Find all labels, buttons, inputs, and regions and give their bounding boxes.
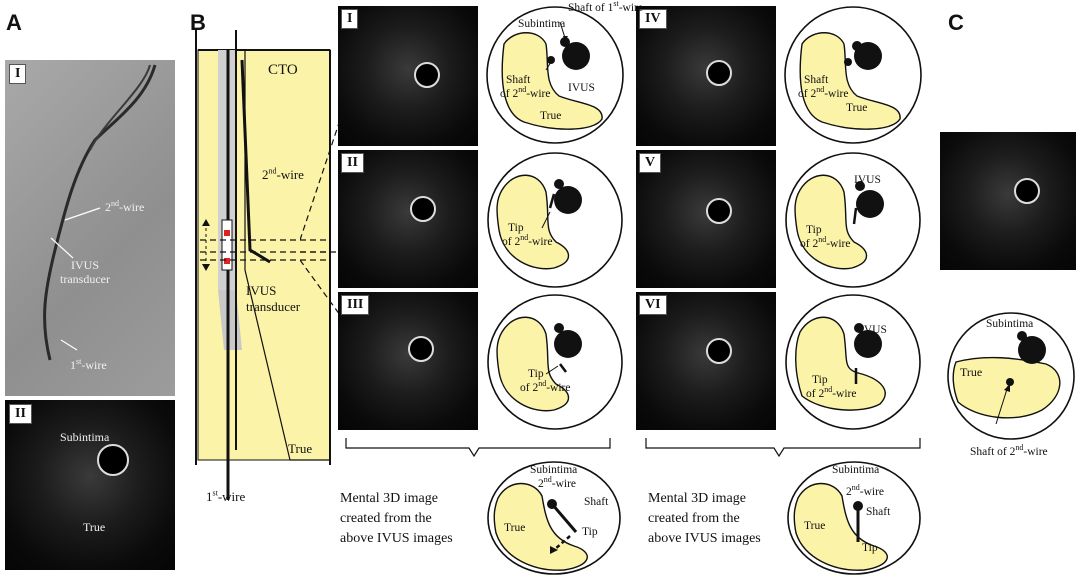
ivus-frame-iii: III (338, 292, 478, 430)
c-shaft-2nd-wire: Shaft of 2nd-wire (970, 443, 1048, 458)
brace-left (345, 438, 611, 458)
schematic-vi (785, 294, 921, 430)
frame-label-iii: III (341, 295, 370, 315)
ivus-frame-ii: II (338, 150, 478, 288)
mental-left-shaft: Shaft (584, 496, 609, 508)
frame-i-true: True (540, 110, 562, 122)
mental-right-shaft: Shaft (866, 506, 891, 518)
cto-schematic (195, 30, 331, 500)
mental-right-diagram (787, 461, 921, 575)
frame-label-vi: VI (639, 295, 667, 315)
ivus-catheter (706, 338, 732, 364)
frame-v-ivus: IVUS (854, 174, 881, 186)
ivus-catheter (414, 62, 440, 88)
projection-lines (300, 119, 341, 316)
ivus-catheter (1014, 178, 1040, 204)
panel-letter-a: A (6, 10, 22, 35)
mental-right-2nd-wire: 2nd-wire (846, 483, 885, 498)
frame-i-of-2nd: of 2nd-wire (500, 85, 551, 100)
ivus-frame-v: V (636, 150, 776, 288)
ivus-frame-vi: VI (636, 292, 776, 430)
wire-paths (43, 64, 157, 361)
frame-label-i: I (341, 9, 359, 29)
frame-vi-ivus: IVUS (860, 324, 887, 336)
schematic-iv (784, 6, 922, 144)
frame-vi-of-2nd: of 2nd-wire (806, 385, 857, 400)
brace-right (645, 438, 921, 458)
ivus-catheter (706, 198, 732, 224)
label-true: True (83, 520, 106, 534)
schematic-ii (487, 152, 623, 288)
ivus-frame-i: I (338, 6, 478, 146)
frame-ii-of-2nd: of 2nd-wire (502, 233, 553, 248)
frame-iii-of-2nd: of 2nd-wire (520, 379, 571, 394)
frame-i-subintima: Subintima (518, 18, 566, 30)
subpanel-label-a1: I (9, 64, 27, 84)
panel-letter-c: C (948, 10, 964, 35)
frame-label-iv: IV (639, 9, 667, 29)
mental-left-l3: above IVUS images (340, 531, 453, 546)
mental-left-2nd-wire: 2nd-wire (538, 475, 577, 490)
mental-right-subintima: Subintima (832, 464, 880, 476)
panel-letter-b: B (190, 10, 206, 35)
ivus-catheter (706, 60, 732, 86)
frame-iii-tip: Tip (528, 368, 544, 380)
label-b-2nd-wire: 2nd-wire (262, 166, 304, 182)
subpanel-label-a2: II (9, 404, 32, 424)
ivus-image-c (940, 132, 1076, 270)
mental-left-l2: created from the (340, 511, 432, 526)
mental-right-l1: Mental 3D image (648, 491, 746, 506)
frame-i-ivus: IVUS (568, 82, 595, 94)
mental-right-l2: created from the (648, 511, 740, 526)
mental-left-subintima: Subintima (530, 464, 578, 476)
label-b-1st-wire: 1st-wire (206, 488, 246, 504)
schematic-v (785, 152, 921, 288)
mental-left-diagram (487, 461, 621, 575)
label-b-transducer: transducer (246, 299, 301, 314)
label-ivus: IVUS (71, 258, 100, 272)
frame-iv-true: True (846, 102, 868, 114)
c-true: True (960, 365, 983, 379)
label-cto: CTO (268, 62, 298, 78)
frame-label-v: V (639, 153, 662, 173)
frame-v-of-2nd: of 2nd-wire (800, 235, 851, 250)
frame-iv-shaft: Shaft (804, 74, 829, 86)
frame-vi-tip: Tip (812, 374, 828, 386)
label-subintima: Subintima (60, 430, 110, 444)
ivus-frame-iv: IV (636, 6, 776, 146)
frame-i-shaft: Shaft (506, 74, 531, 86)
schematic-i (486, 6, 624, 144)
mental-right-tip: Tip (862, 542, 878, 554)
label-1st-wire: 1st-wire (70, 357, 107, 373)
frame-ii-tip: Tip (508, 222, 524, 234)
schematic-c (947, 312, 1075, 440)
frame-v-tip: Tip (806, 224, 822, 236)
ivus-catheter-ring (97, 444, 129, 476)
mental-left-tip: Tip (582, 526, 598, 538)
mental-left-true: True (504, 522, 526, 534)
frame-iv-of-2nd: of 2nd-wire (798, 85, 849, 100)
ivus-image-a2: II Subintima True (5, 400, 175, 570)
ivus-catheter (410, 196, 436, 222)
label-2nd-wire: 2nd-wire (105, 199, 145, 215)
frame-label-ii: II (341, 153, 364, 173)
c-subintima: Subintima (986, 318, 1034, 330)
angiogram-image: I 2nd-wire IVUS transducer 1st-wire (5, 60, 175, 396)
schematic-iii (487, 294, 623, 430)
ivus-catheter (408, 336, 434, 362)
label-b-ivus: IVUS (246, 283, 277, 298)
mental-left-l1: Mental 3D image (340, 491, 438, 506)
frame-i-shaft-1st: Shaft of 1st-wire (568, 0, 643, 14)
mental-right-true: True (804, 520, 826, 532)
mental-right-l3: above IVUS images (648, 531, 761, 546)
label-transducer: transducer (60, 272, 110, 286)
label-b-true: True (288, 441, 313, 456)
